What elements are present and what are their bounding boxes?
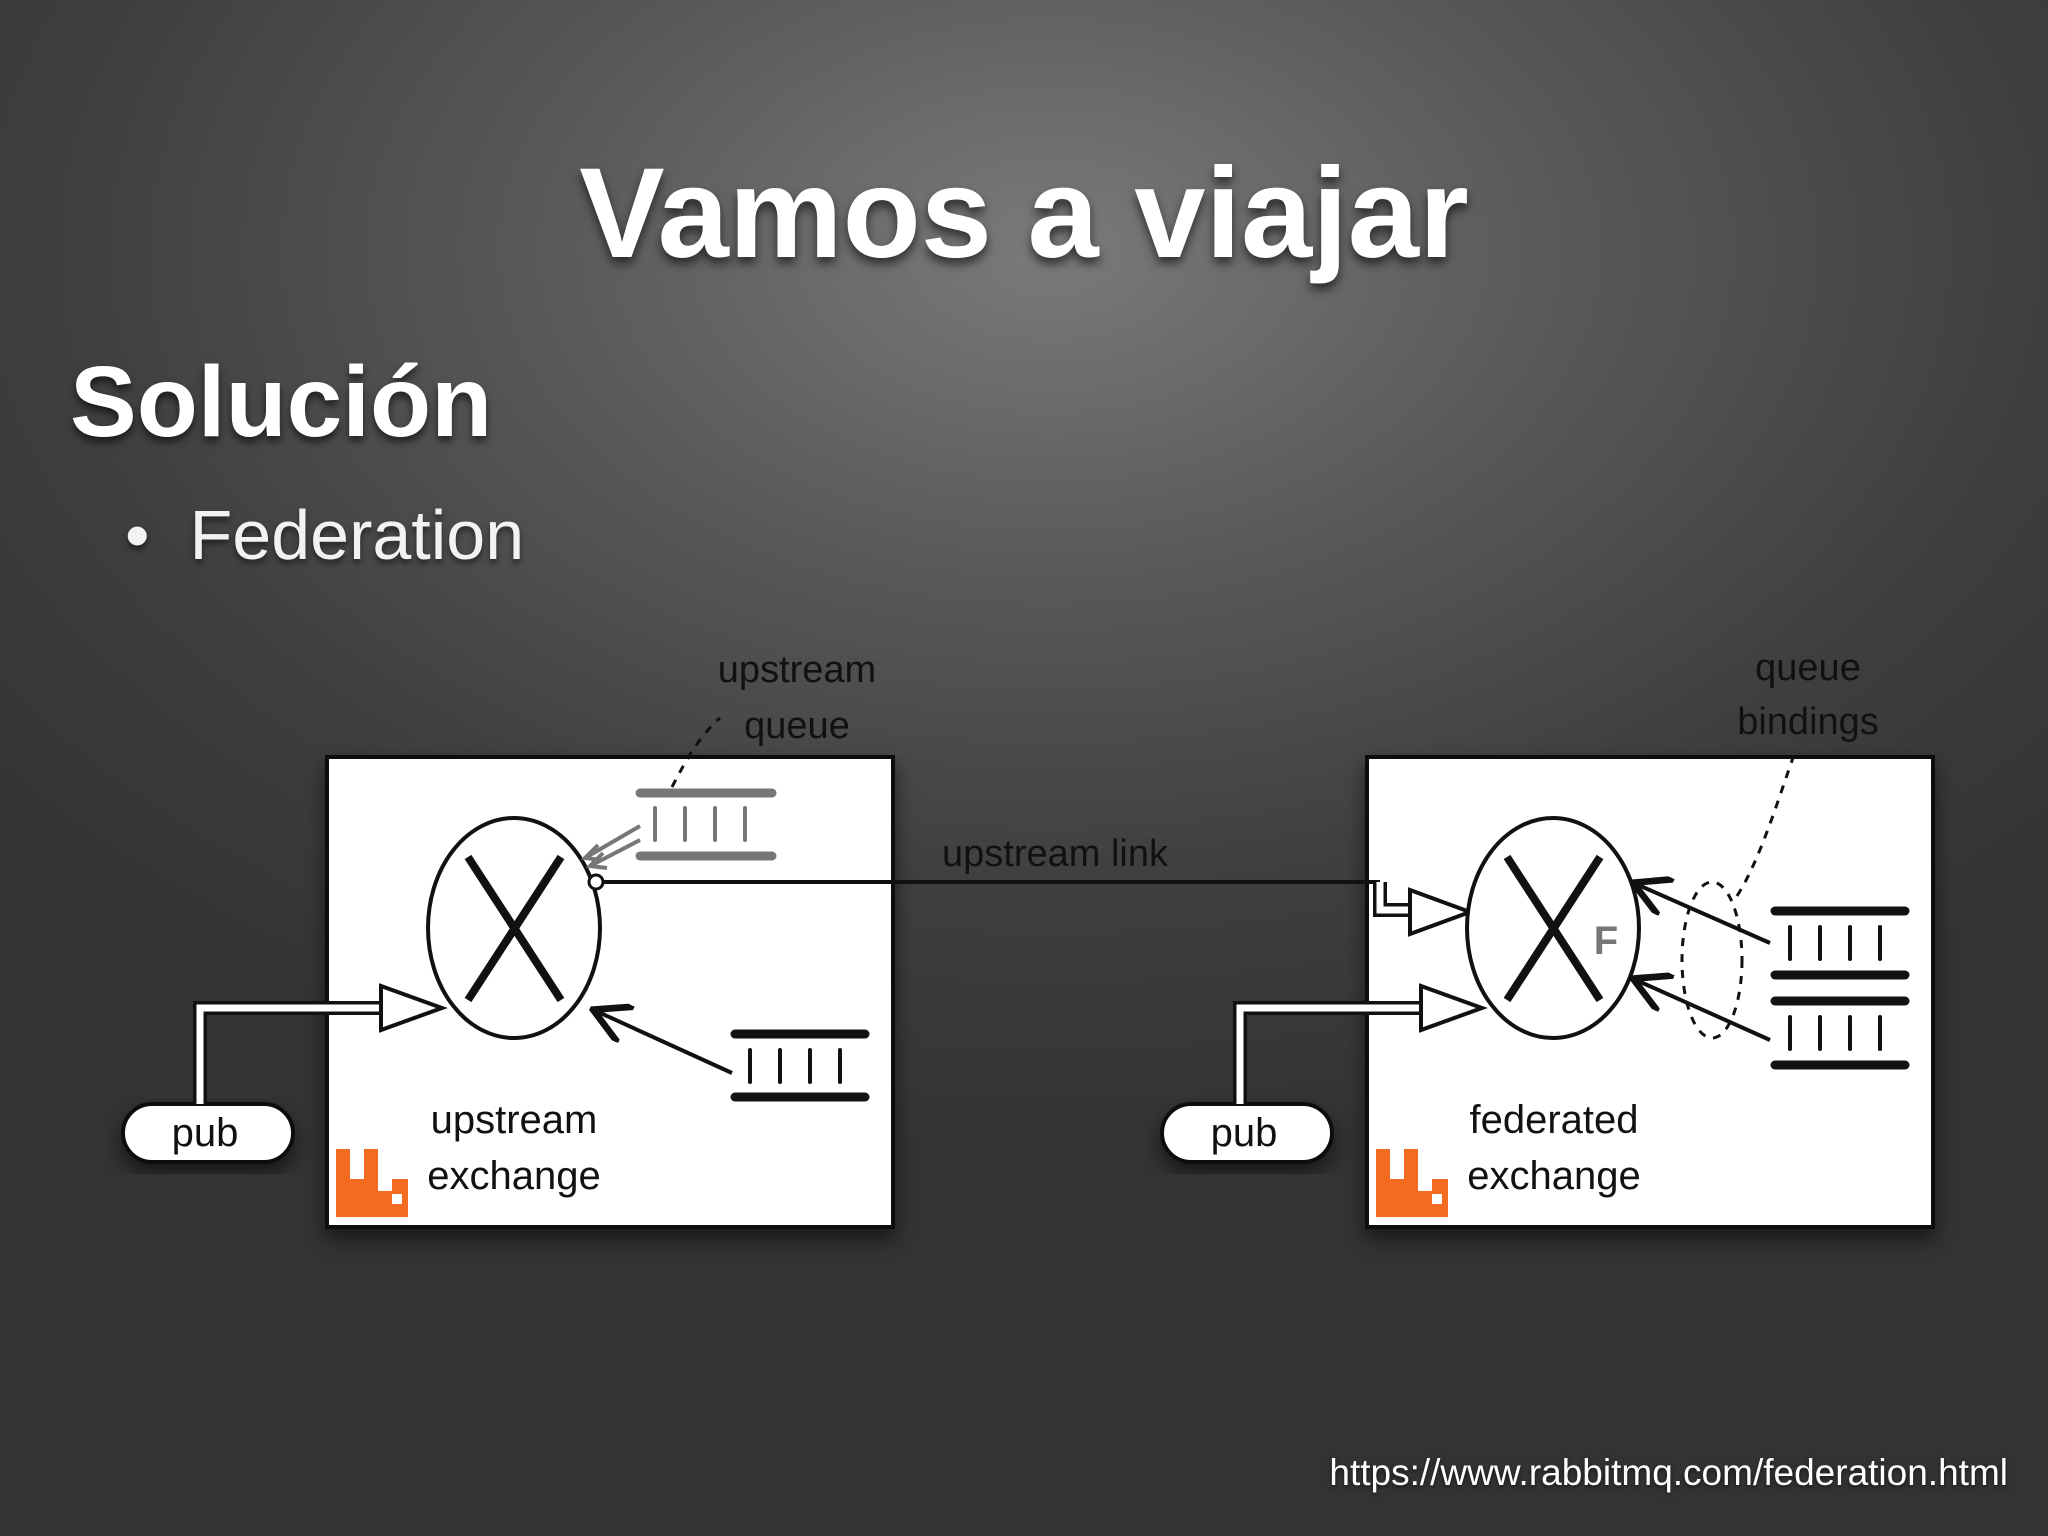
bullet-marker: • bbox=[125, 496, 150, 574]
upstream-exchange-node bbox=[426, 816, 602, 1040]
federated-broker-box bbox=[1365, 755, 1935, 1229]
federated-exchange-label-line1: federated bbox=[1469, 1098, 1638, 1142]
source-url[interactable]: https://www.rabbitmq.com/federation.html bbox=[1329, 1452, 2008, 1493]
right-publisher-label: pub bbox=[1211, 1111, 1278, 1155]
right-binding-arrow-bottom bbox=[1636, 980, 1771, 1042]
upstream-queue-icon bbox=[635, 788, 777, 861]
queue-bindings-label-line1: queue bbox=[1755, 647, 1861, 689]
left-publish-connector bbox=[193, 983, 448, 1104]
right-queue-top-icon bbox=[1770, 906, 1910, 980]
queue-bindings-highlight bbox=[1680, 880, 1744, 1040]
upstream-broker-box bbox=[325, 755, 895, 1229]
federated-exchange-node bbox=[1465, 816, 1641, 1040]
left-publisher-label: pub bbox=[172, 1111, 239, 1155]
upstream-queue-label-line1: upstream bbox=[718, 649, 876, 691]
slide-title: Vamos a viajar bbox=[579, 142, 1469, 285]
federated-exchange-label-line2: exchange bbox=[1467, 1154, 1640, 1198]
queue-bindings-label-line2: bindings bbox=[1737, 701, 1879, 743]
bullet-item: • Federation bbox=[125, 495, 524, 575]
federated-badge: F bbox=[1594, 919, 1618, 963]
upstream-exchange-label-line1: upstream bbox=[431, 1098, 598, 1142]
right-queue-bottom-icon bbox=[1770, 996, 1910, 1070]
federation-link-connector bbox=[1373, 882, 1476, 937]
left-binding-arrow bbox=[596, 1011, 733, 1075]
right-binding-arrow-top bbox=[1636, 884, 1771, 945]
upstream-queue-label-line2: queue bbox=[744, 705, 850, 747]
left-queue-icon bbox=[730, 1029, 870, 1102]
left-publisher-node bbox=[121, 1102, 295, 1164]
right-publish-connector bbox=[1233, 983, 1488, 1104]
slide-subtitle: Solución bbox=[70, 346, 493, 458]
rabbitmq-logo-icon bbox=[1376, 1149, 1448, 1217]
link-origin-dot bbox=[587, 873, 605, 891]
upstream-queue-arrows bbox=[580, 824, 642, 870]
upstream-link-label: upstream link bbox=[942, 833, 1169, 875]
rabbitmq-logo-icon bbox=[336, 1149, 408, 1217]
upstream-exchange-label-line2: exchange bbox=[427, 1154, 600, 1198]
bullet-text: Federation bbox=[189, 496, 525, 574]
